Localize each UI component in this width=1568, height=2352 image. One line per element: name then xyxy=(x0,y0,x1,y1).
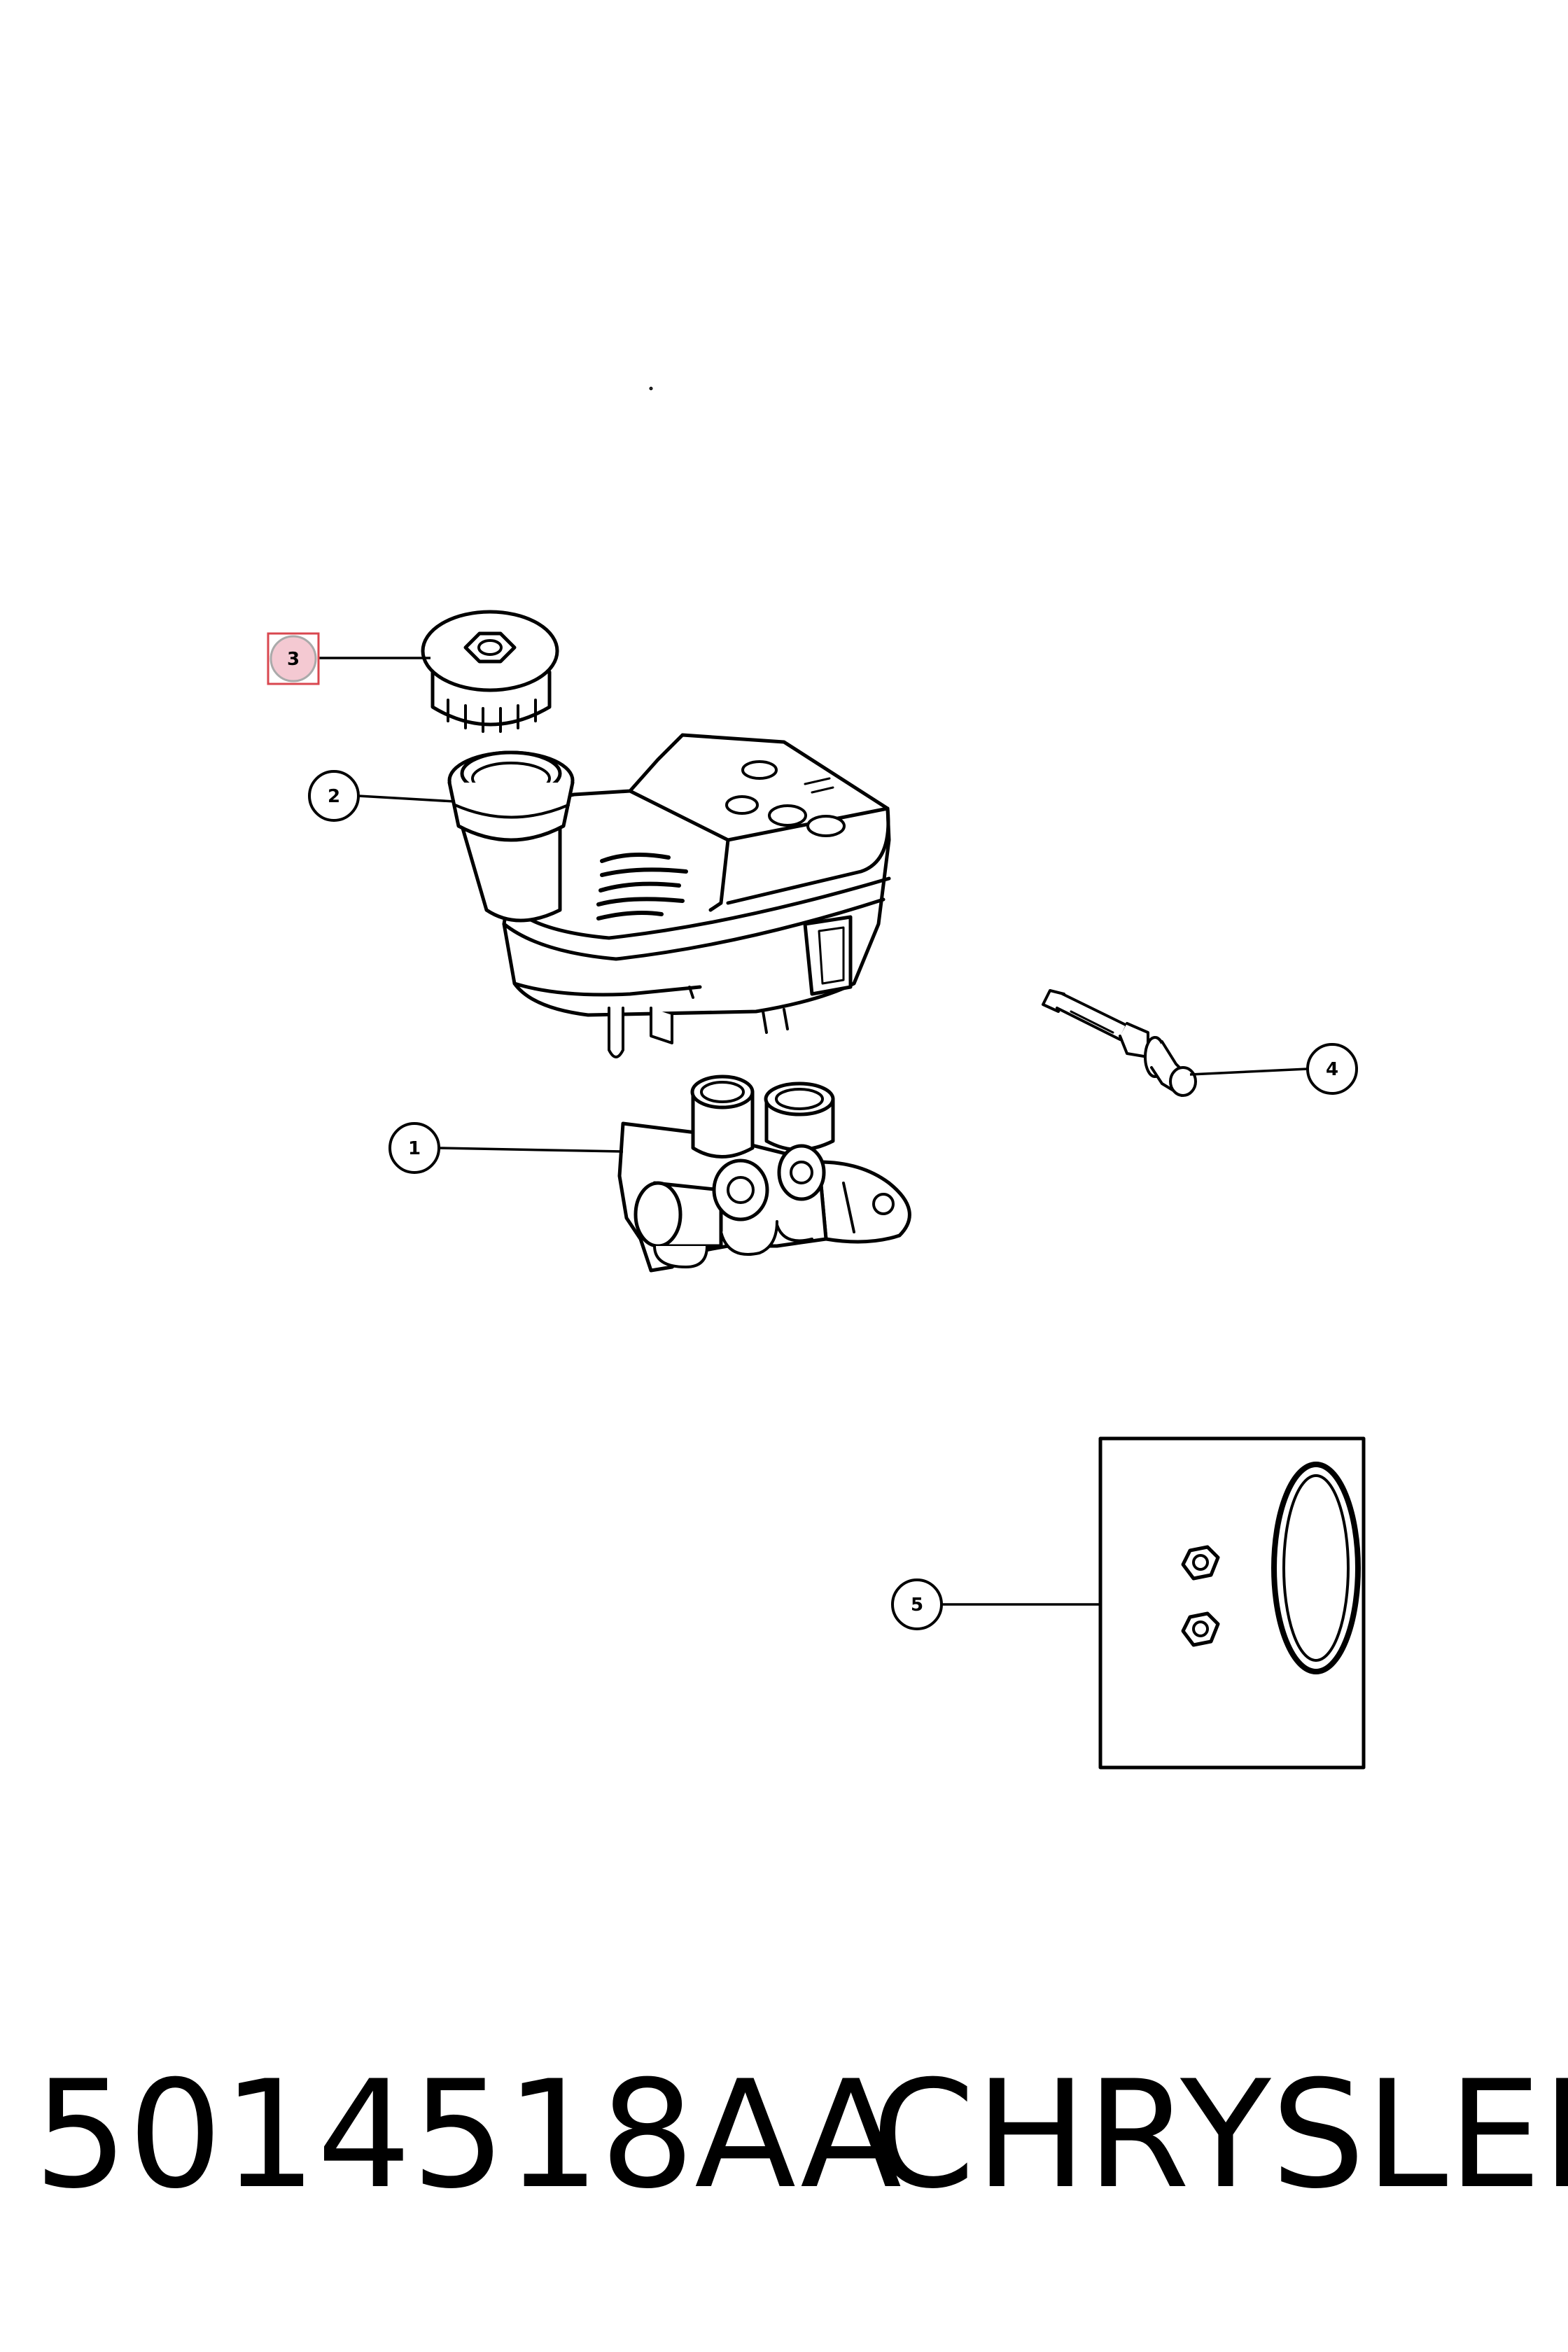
callout-2-number: 2 xyxy=(328,786,340,807)
part-number-caption: 5014518AA xyxy=(34,2048,902,2221)
callout-3-number: 3 xyxy=(287,649,300,670)
master-cylinder-body-drawing xyxy=(617,1074,911,1273)
leader-line-2 xyxy=(358,794,456,803)
callout-1[interactable]: 1 xyxy=(388,1122,440,1174)
level-sensor-drawing xyxy=(1042,989,1197,1097)
callout-5[interactable]: 5 xyxy=(891,1578,943,1630)
leader-line-1 xyxy=(438,1147,624,1153)
reservoir-cap-drawing xyxy=(421,610,559,733)
fluid-reservoir-drawing xyxy=(447,733,891,1058)
callout-3[interactable]: 3 xyxy=(267,632,320,685)
callout-4[interactable]: 4 xyxy=(1306,1043,1358,1095)
callout-4-number: 4 xyxy=(1326,1059,1338,1080)
callout-2[interactable]: 2 xyxy=(308,770,360,822)
leader-line-4 xyxy=(1189,1068,1308,1076)
callout-5-number: 5 xyxy=(911,1595,923,1616)
brand-caption: CHRYSLER xyxy=(872,2048,1568,2221)
nut-and-seal-kit-drawing xyxy=(1098,1436,1366,1770)
callout-1-number: 1 xyxy=(408,1138,421,1159)
